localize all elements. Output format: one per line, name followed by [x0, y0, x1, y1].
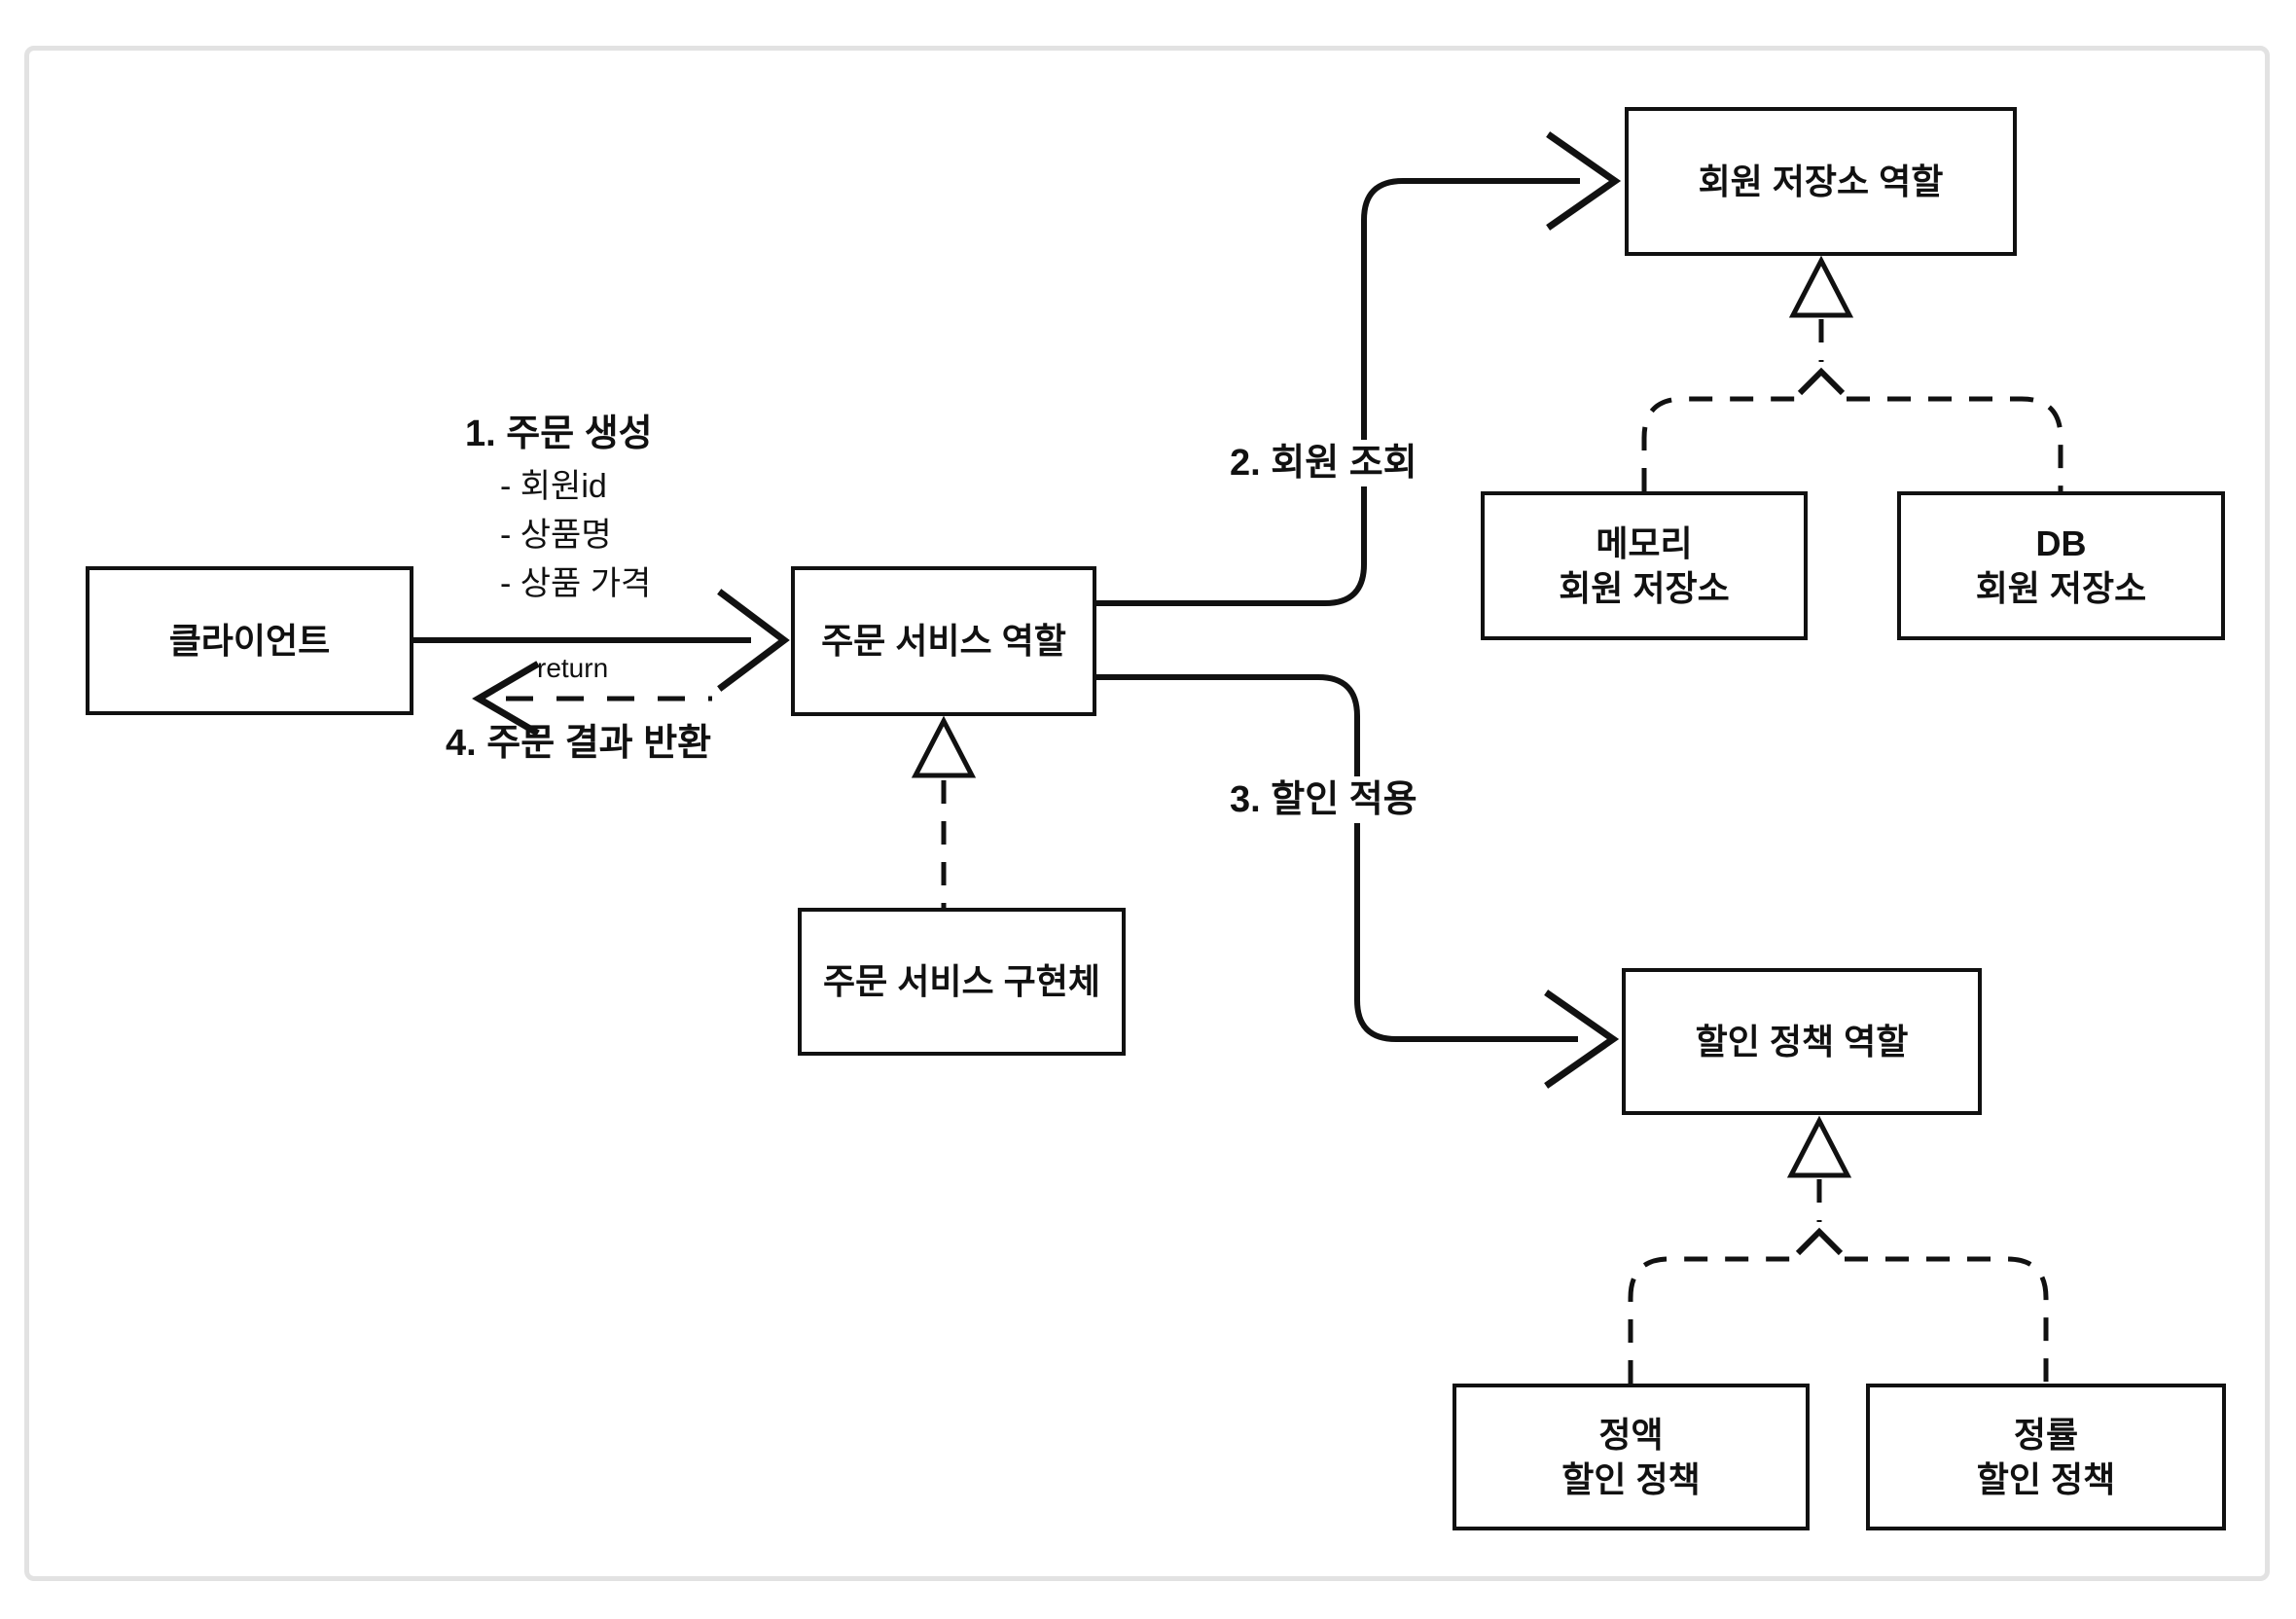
node-rate-discount-policy-line2: 할인 정책 — [1976, 1458, 2116, 1499]
node-rate-discount-policy: 정률 할인 정책 — [1866, 1384, 2226, 1530]
node-member-repo-role-label: 회원 저장소 역할 — [1698, 161, 1944, 201]
hollow-triangle-icon — [911, 715, 977, 778]
label-step1-item-product-price: - 상품 가격 — [500, 565, 652, 602]
node-memory-member-repo-line2: 회원 저장소 — [1559, 567, 1730, 608]
node-client: 클라이언트 — [86, 566, 413, 715]
node-rate-discount-policy-line1: 정률 — [2013, 1414, 2079, 1455]
hollow-triangle-icon — [1786, 1115, 1852, 1178]
label-step1-order-create: 1. 주문 생성 — [465, 414, 653, 454]
node-order-service-impl-label: 주문 서비스 구현체 — [823, 961, 1100, 1001]
label-step1-item-member-id: - 회원id — [500, 468, 607, 505]
chevron-up-icon — [1795, 1227, 1844, 1256]
node-db-member-repo-line2: 회원 저장소 — [1975, 567, 2147, 608]
node-fixed-discount-policy-line1: 정액 — [1598, 1414, 1664, 1455]
node-order-service-role: 주문 서비스 역할 — [791, 566, 1096, 716]
label-step3-discount-apply: 3. 할인 적용 — [1218, 776, 1429, 823]
arrow-order-create — [413, 589, 790, 692]
node-discount-policy-role: 할인 정책 역할 — [1622, 968, 1982, 1115]
node-member-repo-role: 회원 저장소 역할 — [1625, 107, 2017, 256]
connector-member-lookup — [1096, 131, 1622, 606]
inheritance-member-repo — [1641, 255, 2063, 491]
label-step4-order-result-return: 4. 주문 결과 반환 — [446, 723, 712, 764]
node-db-member-repo: DB 회원 저장소 — [1897, 491, 2225, 640]
node-memory-member-repo: 메모리 회원 저장소 — [1481, 491, 1808, 640]
node-client-label: 클라이언트 — [168, 620, 331, 661]
inheritance-discount-policy — [1628, 1115, 2049, 1384]
arrow-return — [472, 661, 712, 737]
outer-frame — [24, 46, 2270, 1581]
node-discount-policy-role-label: 할인 정책 역할 — [1695, 1021, 1909, 1061]
inheritance-order-service — [911, 715, 977, 908]
node-fixed-discount-policy-line2: 할인 정책 — [1561, 1458, 1701, 1499]
node-order-service-role-label: 주문 서비스 역할 — [821, 621, 1066, 661]
label-step1-item-product-name: - 상품명 — [500, 517, 612, 554]
label-step2-member-lookup: 2. 회원 조회 — [1218, 440, 1429, 486]
node-order-service-impl: 주문 서비스 구현체 — [798, 908, 1126, 1056]
label-return: return — [537, 653, 609, 683]
node-db-member-repo-line1: DB — [2035, 522, 2087, 563]
node-memory-member-repo-line1: 메모리 — [1596, 522, 1693, 563]
node-fixed-discount-policy: 정액 할인 정책 — [1453, 1384, 1810, 1530]
connector-discount-apply — [1096, 674, 1620, 1089]
chevron-up-icon — [1797, 367, 1846, 396]
hollow-triangle-icon — [1788, 255, 1854, 318]
